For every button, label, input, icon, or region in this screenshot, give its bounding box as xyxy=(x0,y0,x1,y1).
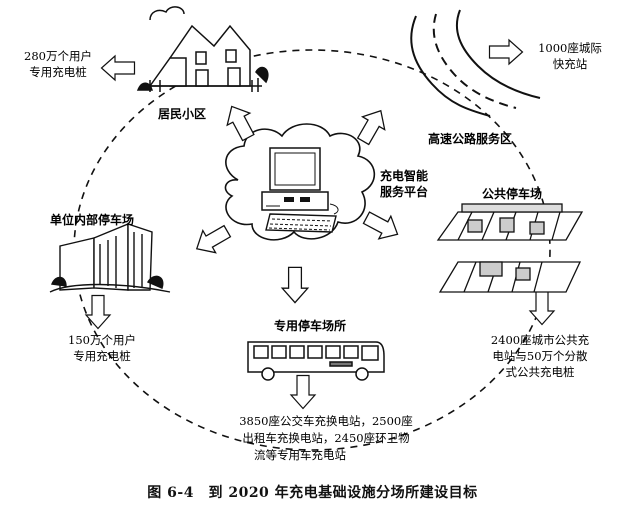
public-parking-lot-icon xyxy=(436,203,584,293)
workplace-target-line2: 专用充电桩 xyxy=(73,349,131,363)
center-title-line2: 服务平台 xyxy=(380,184,428,199)
dedicated-parking-target-line3: 流等专用车充电站 xyxy=(254,448,346,462)
dedicated-parking-target-line1: 3850座公交车充换电站，2500座 xyxy=(239,414,413,428)
center-title-line1: 充电智能 xyxy=(380,168,428,183)
highway-name: 高速公路服务区 xyxy=(428,131,512,146)
workplace-target-line1: 150万个用户 xyxy=(68,333,136,347)
arrow-public-parking-target-icon xyxy=(529,290,555,326)
public-parking-target-line1: 2400座城市公共充 xyxy=(491,333,590,347)
arrow-residential-target-icon xyxy=(100,55,136,81)
arrow-workplace-target-icon xyxy=(85,294,111,330)
workplace-name: 单位内部停车场 xyxy=(50,212,134,227)
arrow-to-dedicated-parking-icon xyxy=(281,266,309,304)
residential-target-line2: 专用充电桩 xyxy=(29,65,87,79)
public-parking-target-line2: 电站与50万个分散 xyxy=(492,349,588,363)
public-parking-name: 公共停车场 xyxy=(482,186,542,201)
residential-name: 居民小区 xyxy=(158,106,206,121)
arrow-to-workplace-icon xyxy=(189,219,235,261)
figure-caption: 图 6-4 到 2020 年充电基础设施分场所建设目标 xyxy=(147,485,478,501)
arrow-to-public-parking-icon xyxy=(359,205,405,247)
arrow-highway-target-icon xyxy=(488,39,524,65)
highway-road-icon xyxy=(410,9,541,117)
bus-icon xyxy=(247,341,385,381)
arrow-dedicated-parking-target-icon xyxy=(290,374,316,410)
cloud-computer-icon xyxy=(224,123,376,241)
dedicated-parking-target-line2: 出租车充换电站，2450座环卫物 xyxy=(242,431,409,445)
highway-target-line2: 快充站 xyxy=(553,57,588,71)
house-icon xyxy=(136,6,269,92)
dedicated-parking-name: 专用停车场所 xyxy=(274,318,346,333)
residential-target-line1: 280万个用户 xyxy=(24,49,92,63)
office-buildings-icon xyxy=(49,222,171,293)
highway-target-line1: 1000座城际 xyxy=(538,41,602,55)
public-parking-target-line3: 式公共充电桩 xyxy=(506,365,575,379)
